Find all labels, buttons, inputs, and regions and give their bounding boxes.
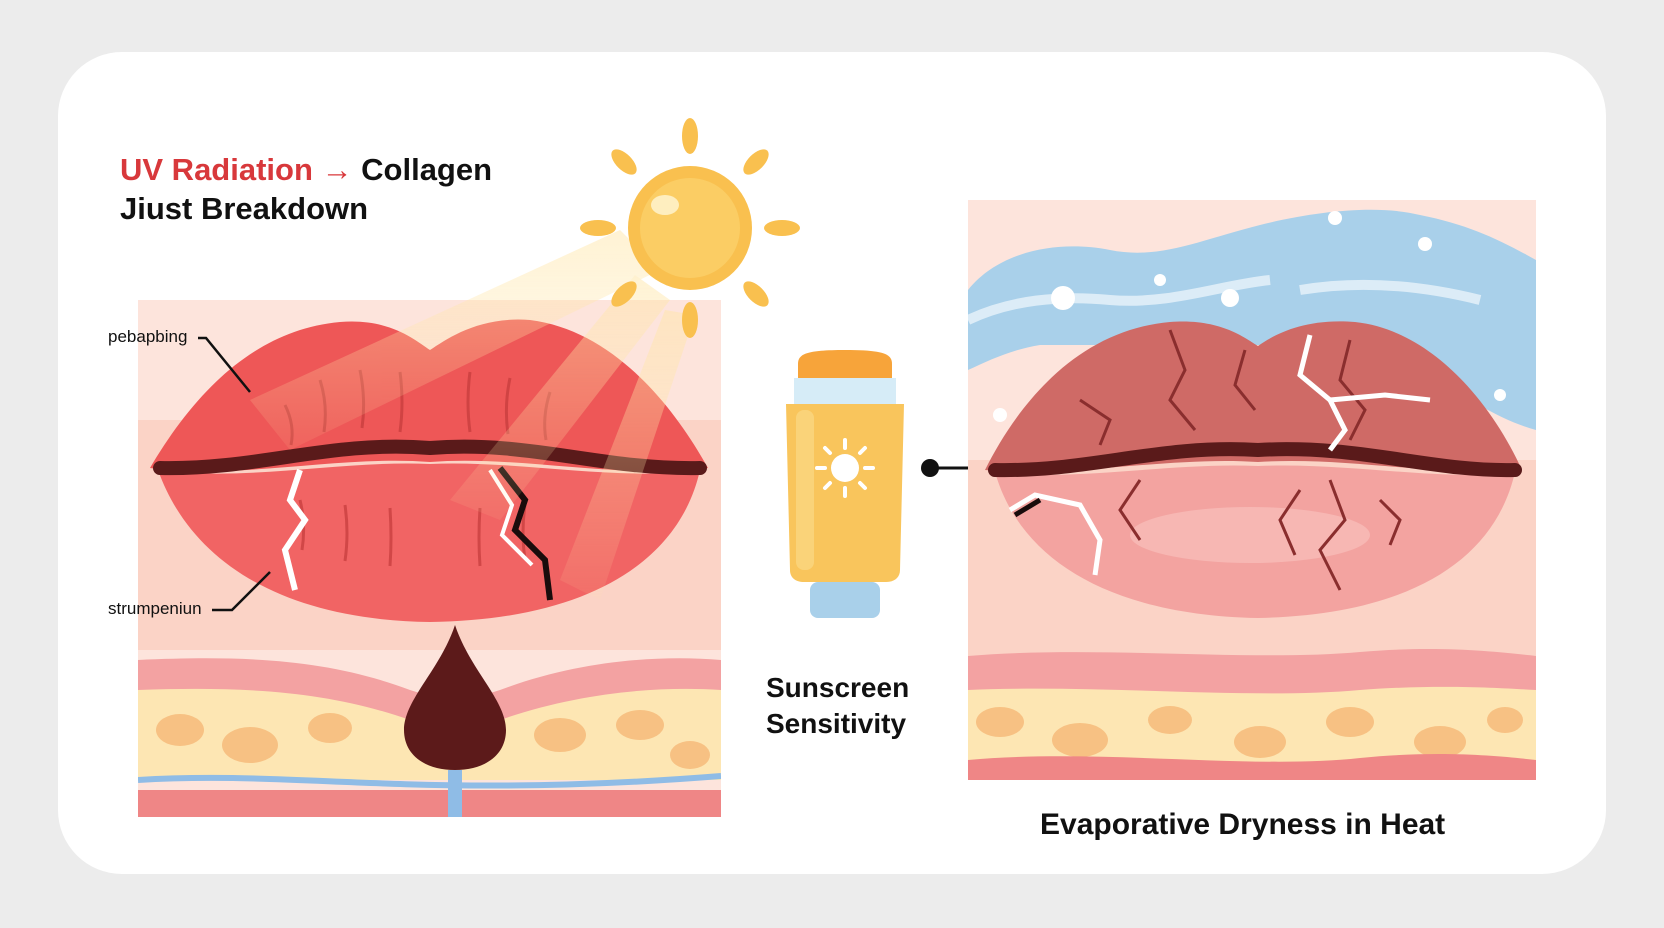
title-arrow: → bbox=[312, 152, 362, 187]
title-collagen: Collagen bbox=[361, 152, 493, 187]
snowflake-dots bbox=[993, 211, 1506, 422]
cold-air-cloud bbox=[968, 209, 1536, 430]
callout-bottom-label: strumpeniun bbox=[108, 599, 202, 618]
sunscreen-label-line2: Sensitivity bbox=[766, 708, 907, 739]
right-lip-panel bbox=[968, 200, 1536, 780]
uv-rays bbox=[250, 230, 695, 600]
right-upper-lip bbox=[985, 321, 1522, 472]
callout-bottom-line bbox=[212, 571, 271, 612]
evaporative-dryness-caption: Evaporative Dryness in Heat bbox=[1040, 808, 1446, 841]
diagram-title: UV Radiation → Collagen Jiust Breakdown bbox=[120, 150, 492, 228]
callout-top-label: pebapbing bbox=[108, 327, 188, 346]
title-line2: Jiust Breakdown bbox=[120, 191, 369, 226]
sun-icon bbox=[580, 118, 800, 338]
title-uv-radiation: UV Radiation bbox=[120, 152, 313, 187]
sunscreen-sensitivity-label: Sunscreen Sensitivity bbox=[766, 670, 909, 742]
sunscreen-tube-icon bbox=[786, 350, 904, 618]
sunscreen-label-line1: Sunscreen bbox=[766, 672, 910, 703]
callout-top-line bbox=[198, 336, 251, 393]
